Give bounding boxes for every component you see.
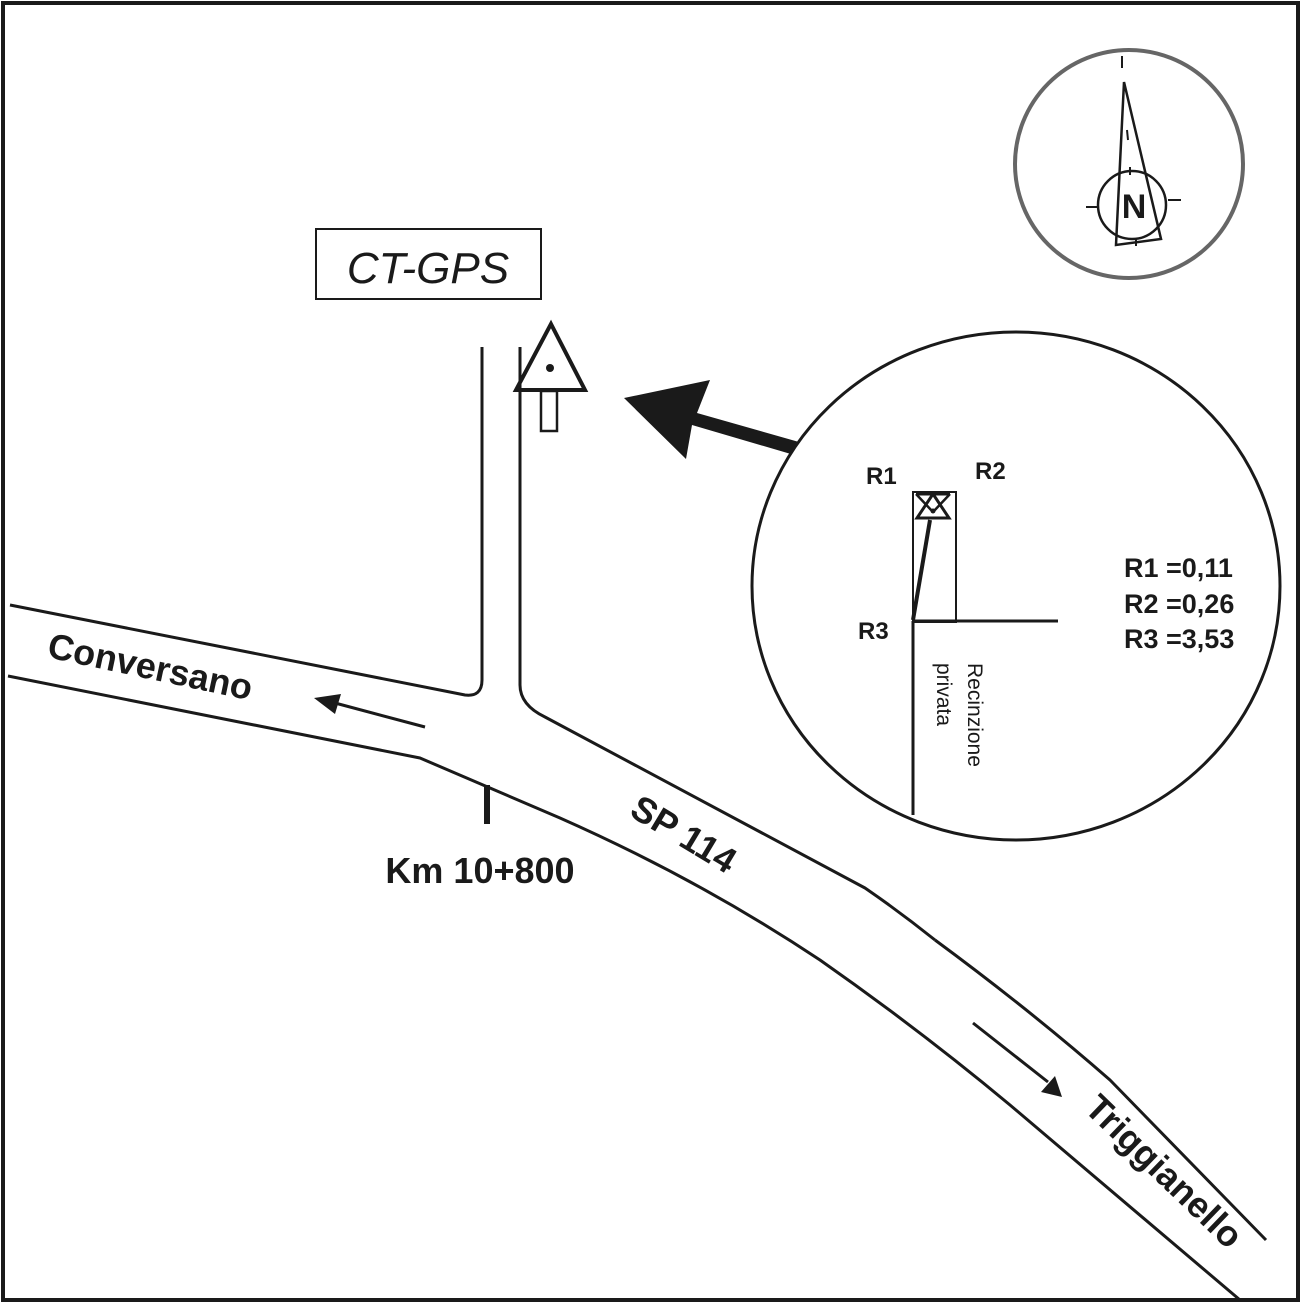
fence-label-line1: Recinzione <box>963 663 986 767</box>
station-label-box: CT-GPS <box>315 228 542 300</box>
pointer-arrow-icon <box>624 380 806 459</box>
fence-label-line2: privata <box>932 663 955 726</box>
direction-west-label: Conversano <box>44 625 256 708</box>
arrow-east-icon <box>972 1021 1062 1097</box>
measurement-r3: R3 =3,53 <box>1124 624 1234 654</box>
compass-icon: N <box>1013 48 1245 280</box>
main-road-south-edge <box>7 674 1241 1302</box>
inset-station-icon <box>914 491 952 520</box>
side-road-east-edge <box>518 347 936 942</box>
gps-station-icon <box>512 319 589 433</box>
compass-ring <box>1013 48 1245 280</box>
detail-inset: R1 R2 R3 Recinzione privata R1 =0,11 R2 … <box>750 330 1282 842</box>
ref-label-r2: R2 <box>975 458 1006 485</box>
compass-north-label: N <box>1122 188 1147 226</box>
measurement-r2: R2 =0,26 <box>1124 589 1234 619</box>
arrow-west-icon <box>314 694 426 729</box>
ref-label-r3: R3 <box>858 618 889 645</box>
station-label: CT-GPS <box>347 244 509 293</box>
road-name-label: SP 114 <box>624 787 744 882</box>
direction-east-label: Triggianello <box>1077 1086 1251 1256</box>
ref-label-r1: R1 <box>866 463 897 490</box>
side-road-west-edge <box>9 347 484 697</box>
milestone-label: Km 10+800 <box>385 850 574 891</box>
measurement-r1: R1 =0,11 <box>1124 553 1233 583</box>
north-needle-icon <box>1114 81 1163 247</box>
main-road-north-edge <box>934 938 1268 1242</box>
